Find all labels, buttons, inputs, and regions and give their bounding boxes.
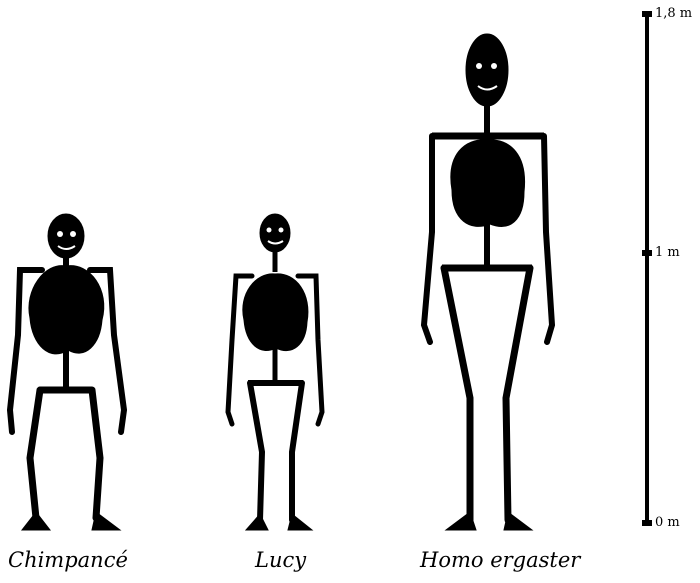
height-scale [642,11,652,526]
lucy-head [260,214,290,252]
chimpanzee-feet [22,512,120,530]
scale-label-top: 1,8 m [655,6,692,21]
chimpanzee-head [48,214,84,258]
caption-homo-ergaster: Homo ergaster [420,548,580,572]
lucy-feet [246,514,312,530]
lucy-legs [250,383,302,520]
scale-tick-mid [642,250,652,256]
lucy-figure [228,214,322,530]
scale-label-mid: 1 m [655,245,680,260]
caption-lucy: Lucy [255,548,306,572]
homo-ergaster-head [466,34,508,106]
chimpanzee-figure [10,214,124,530]
chimpanzee-legs [30,390,100,518]
scale-label-bottom: 0 m [655,515,680,530]
homo-ergaster-figure [424,34,552,530]
caption-chimpanzee: Chimpancé [8,548,128,572]
scale-tick-bottom [642,520,652,526]
chimpanzee-torso [29,256,104,390]
homo-ergaster-torso [432,104,544,268]
scale-tick-top [642,11,652,17]
homo-ergaster-legs [444,268,530,520]
homo-ergaster-feet [446,512,532,530]
lucy-torso [243,250,308,383]
